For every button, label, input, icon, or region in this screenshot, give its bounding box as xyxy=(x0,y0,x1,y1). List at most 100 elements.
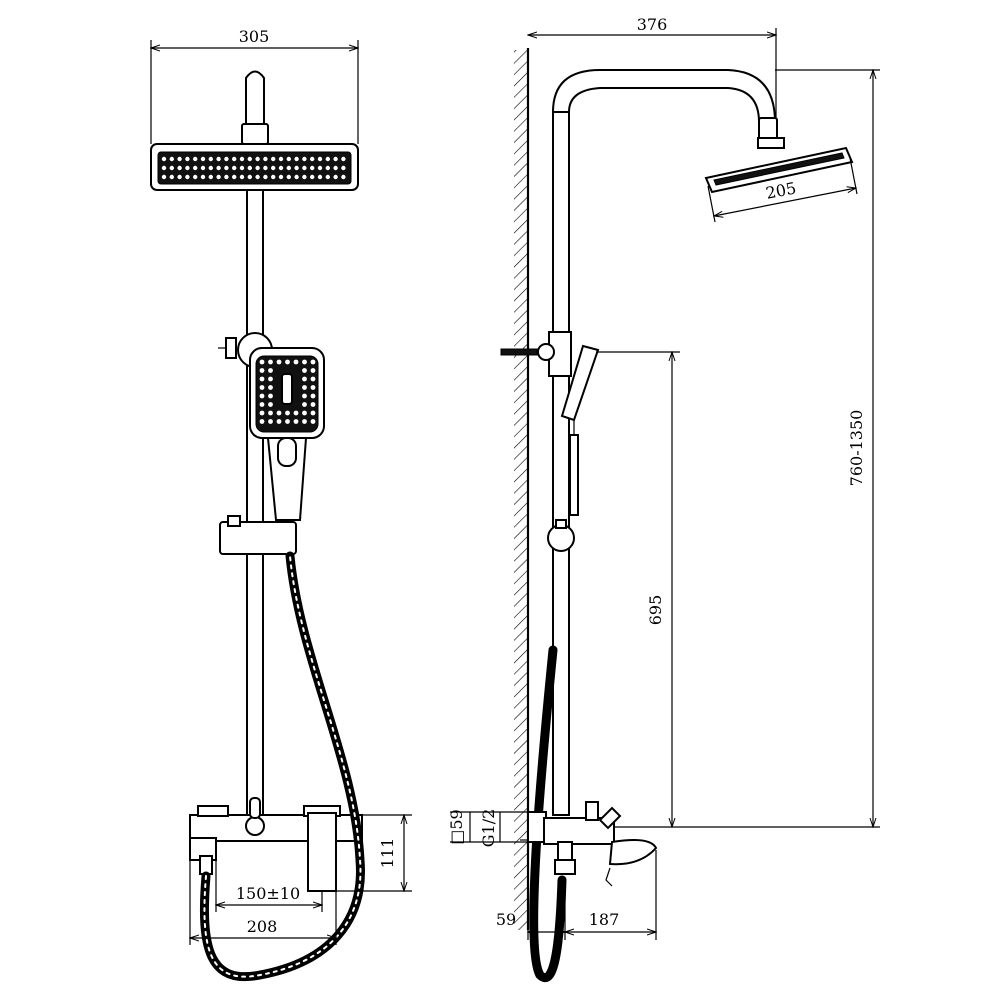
side-hose xyxy=(529,645,567,982)
nozzle-dot xyxy=(161,165,167,171)
nozzle-dot xyxy=(341,165,346,171)
dim-side-projection: 376 xyxy=(528,15,776,118)
front-hose xyxy=(199,551,365,982)
nozzle-dot xyxy=(285,419,290,424)
dim-mixer-height: 111 xyxy=(336,815,412,891)
nozzle-dot xyxy=(302,156,307,162)
nozzle-dot xyxy=(216,165,221,171)
nozzle-dot xyxy=(302,368,307,373)
nozzle-dot xyxy=(333,165,338,171)
nozzle-dot xyxy=(208,165,213,171)
label-square-59: □59 xyxy=(447,809,466,844)
nozzle-dot xyxy=(302,165,307,171)
nozzle-dot xyxy=(286,156,291,162)
nozzle-dot xyxy=(310,410,316,416)
nozzle-dot xyxy=(216,174,221,180)
nozzle-dot xyxy=(268,402,273,407)
nozzle-dot xyxy=(255,165,260,171)
nozzle-dot xyxy=(239,174,245,180)
nozzle-dot xyxy=(239,156,245,162)
nozzle-dot xyxy=(317,156,323,162)
nozzle-dot xyxy=(232,156,237,162)
nozzle-dot xyxy=(302,410,307,416)
nozzle-dot xyxy=(333,156,338,162)
nozzle-dot xyxy=(310,165,315,171)
nozzle-dot xyxy=(302,402,307,407)
nozzle-dot xyxy=(255,156,260,162)
dim-spout-length: 187 xyxy=(565,850,656,940)
side-hand-shower xyxy=(560,344,600,516)
nozzle-dot xyxy=(310,393,316,399)
nozzle-dot xyxy=(268,385,273,390)
nozzle-dot xyxy=(259,359,265,365)
front-hand-shower xyxy=(249,347,325,521)
nozzle-dot xyxy=(317,174,323,180)
nozzle-dot xyxy=(232,174,237,180)
nozzle-dot xyxy=(317,165,323,171)
nozzle-dot xyxy=(259,368,265,373)
nozzle-dot xyxy=(310,376,316,382)
nozzle-dot xyxy=(302,174,307,180)
label-205: 205 xyxy=(764,178,798,202)
nozzle-dot xyxy=(263,156,268,162)
nozzle-dot xyxy=(310,368,316,373)
label-187: 187 xyxy=(589,910,620,929)
nozzle-dot xyxy=(247,174,252,180)
nozzle-dot xyxy=(247,165,252,171)
nozzle-dot xyxy=(263,174,268,180)
nozzle-dot xyxy=(325,165,330,171)
nozzle-dot xyxy=(341,174,346,180)
nozzle-dot xyxy=(208,156,213,162)
nozzle-dot xyxy=(302,385,307,390)
nozzle-dot xyxy=(310,359,316,365)
nozzle-dot xyxy=(278,156,284,162)
nozzle-dot xyxy=(271,174,276,180)
nozzle-dot xyxy=(268,359,273,365)
front-riser-rail xyxy=(246,189,264,816)
wall-hatch xyxy=(514,50,528,930)
dim-thread-size: G1/2 xyxy=(479,809,501,847)
label-208: 208 xyxy=(247,917,278,936)
nozzle-dot xyxy=(276,359,282,365)
nozzle-dot xyxy=(224,174,229,180)
label-695: 695 xyxy=(646,595,665,626)
nozzle-dot xyxy=(259,402,265,407)
nozzle-dot xyxy=(293,410,299,416)
nozzle-dot xyxy=(276,410,282,416)
dim-mixer-width: 208 xyxy=(190,860,336,945)
nozzle-dot xyxy=(293,359,299,365)
side-riser-rail xyxy=(552,109,570,816)
nozzle-dot xyxy=(310,419,316,424)
dim-outlet-square: □59 xyxy=(447,809,528,845)
nozzle-dot xyxy=(286,165,291,171)
label-376: 376 xyxy=(637,15,668,34)
nozzle-dot xyxy=(239,165,245,171)
side-view: 205 xyxy=(447,15,880,982)
nozzle-dot xyxy=(302,359,307,365)
nozzle-dot xyxy=(208,174,213,180)
nozzle-dot xyxy=(268,368,273,373)
nozzle-dot xyxy=(161,174,167,180)
nozzle-dot xyxy=(268,376,273,382)
nozzle-dot xyxy=(341,156,346,162)
nozzle-dot xyxy=(310,385,316,390)
side-upper-holder xyxy=(500,331,572,377)
nozzle-dot xyxy=(302,376,307,382)
nozzle-dot xyxy=(294,156,299,162)
hand-shower-nozzles xyxy=(259,359,316,424)
nozzle-dot xyxy=(177,156,182,162)
front-top-arm xyxy=(245,70,265,127)
nozzle-dot xyxy=(193,156,198,162)
side-mixer xyxy=(527,801,658,887)
nozzle-dot xyxy=(325,156,330,162)
dim-side-head-diameter: 205 xyxy=(707,157,858,223)
label-305: 305 xyxy=(239,27,270,46)
nozzle-dot xyxy=(286,174,291,180)
nozzle-dot xyxy=(259,385,265,390)
nozzle-dot xyxy=(285,359,290,365)
nozzle-dot xyxy=(259,419,265,424)
nozzle-dot xyxy=(193,174,198,180)
label-111: 111 xyxy=(378,838,397,869)
nozzle-dot xyxy=(200,156,206,162)
